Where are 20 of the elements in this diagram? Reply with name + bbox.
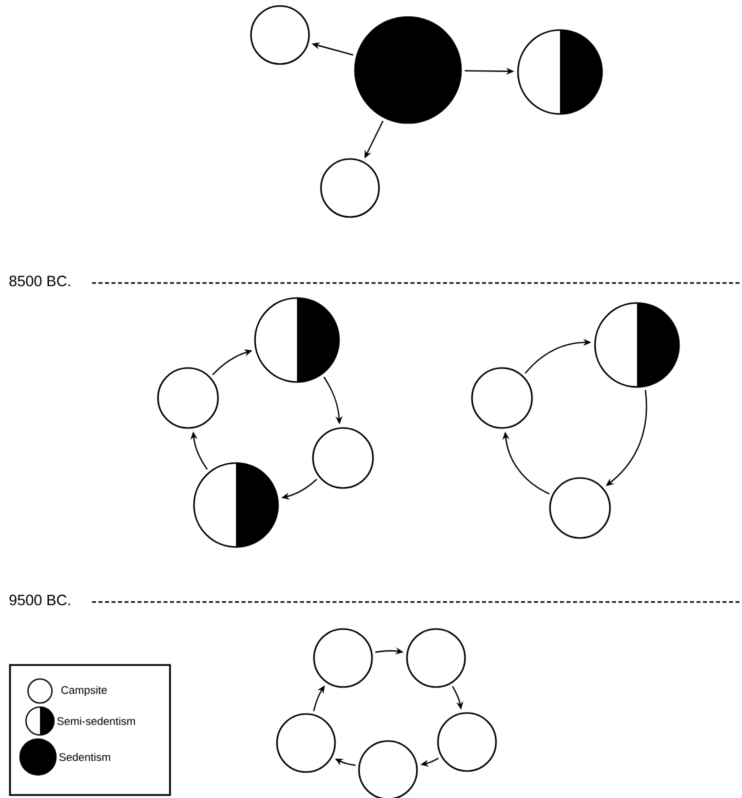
half-filled-circle	[517, 29, 603, 115]
half-filled-circle	[193, 462, 279, 548]
empty-circle	[471, 367, 533, 429]
empty-circle	[320, 158, 380, 218]
legend-label: Campsite	[61, 686, 107, 696]
half-filled-circle	[254, 297, 340, 383]
empty-circle	[250, 5, 310, 65]
legend-label: Semi-sedentism	[57, 716, 135, 726]
filled-circle	[354, 16, 462, 124]
legend-label: Sedentism	[59, 752, 110, 762]
period-label: 8500 BC.	[9, 276, 70, 286]
empty-circle	[157, 367, 219, 429]
empty-circle	[406, 628, 466, 688]
empty-circle	[276, 713, 336, 773]
half-filled-circle	[594, 302, 680, 388]
empty-circle	[313, 628, 373, 688]
empty-circle	[549, 477, 611, 539]
empty-circle	[437, 712, 497, 772]
empty-circle	[312, 427, 374, 489]
period-label: 9500 BC.	[10, 594, 70, 606]
